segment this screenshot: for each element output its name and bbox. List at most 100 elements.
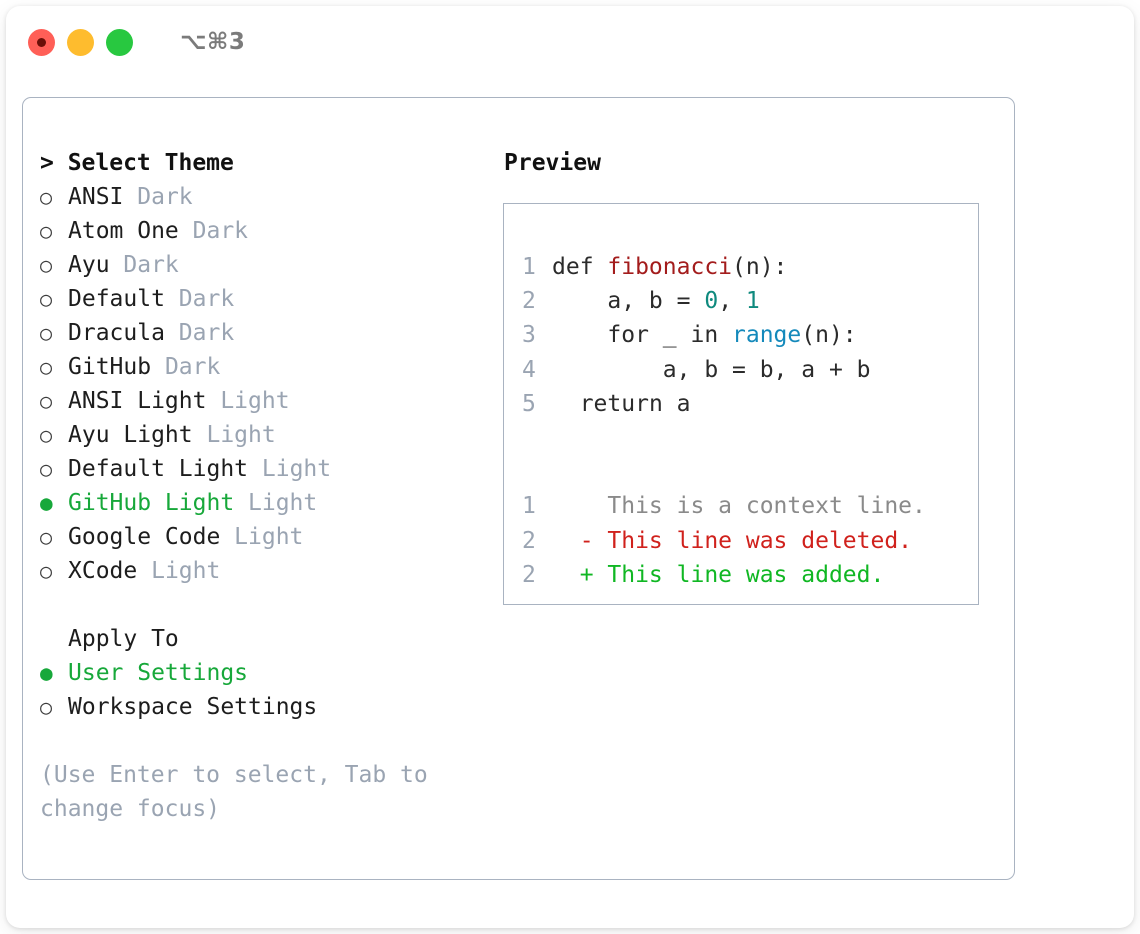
theme-option-xcode[interactable]: ○ XCode Light (40, 554, 502, 588)
radio-empty-icon: ○ (40, 525, 53, 549)
theme-option-tag: Dark (178, 320, 235, 346)
code-line: 2 a, b = 0, 1 (522, 284, 978, 318)
code-token-plain: a, b = (607, 288, 705, 315)
radio-empty-icon: ○ (40, 355, 53, 379)
theme-selector-column: > Select Theme ○ANSI Dark○Atom One Dark○… (40, 146, 502, 826)
radio-empty-icon: ○ (40, 423, 53, 447)
recording-indicator-icon (37, 37, 46, 47)
theme-option-dracula[interactable]: ○Dracula Dark (40, 316, 502, 350)
diff-line-number: 2 (522, 561, 536, 588)
radio-empty-icon: ○ (40, 457, 53, 481)
radio-selected-icon: ● (40, 661, 53, 685)
theme-option-label: GitHub Light (68, 490, 249, 516)
code-line-content: a, b = b, a + b (552, 353, 871, 387)
theme-option-default-light[interactable]: ○Default Light Light (40, 452, 502, 486)
apply-to-option-user-settings[interactable]: ● User Settings (40, 656, 502, 690)
theme-option-github[interactable]: ○GitHub Dark (40, 350, 502, 384)
preview-heading: Preview (504, 150, 601, 176)
theme-option-tag: Light (206, 422, 276, 448)
theme-option-label: Atom One (68, 218, 193, 244)
diff-line-content: - This line was deleted. (552, 527, 913, 554)
theme-option-tag: Light (220, 388, 290, 414)
traffic-lights (28, 28, 133, 56)
theme-option-ansi[interactable]: ○ ANSI Dark (40, 180, 502, 214)
code-token-fn: fibonacci (607, 254, 733, 280)
theme-option-tag: Dark (137, 184, 193, 210)
apply-to-option-label: User Settings (68, 660, 249, 686)
code-line-content: def fibonacci(n): (552, 250, 787, 284)
diff-line-del: 2 - This line was deleted. (522, 524, 978, 558)
code-token-call: range (732, 322, 802, 349)
theme-option-label: GitHub (68, 354, 165, 380)
theme-option-tag: Dark (123, 252, 179, 278)
diff-line-ctx: 1 This is a context line. (522, 489, 978, 523)
code-line: 1 def fibonacci(n): (522, 250, 978, 284)
theme-option-label: ANSI (68, 184, 138, 210)
diff-line-content: + This line was added. (552, 561, 885, 588)
radio-empty-icon: ○ (40, 185, 53, 209)
list-spacer (40, 588, 502, 622)
theme-list: ○ANSI Dark○Atom One Dark○Ayu Dark○Defaul… (40, 180, 502, 588)
code-line-content: return a (552, 387, 691, 421)
code-line: 3 for _ in range(n): (522, 318, 978, 352)
code-token-plain: (n): (801, 322, 857, 349)
theme-option-tag: Light (151, 558, 221, 584)
code-token-plain: def (552, 254, 608, 280)
radio-empty-icon: ○ (40, 559, 53, 583)
theme-option-atom-one[interactable]: ○ Atom One Dark (40, 214, 502, 248)
radio-empty-icon: ○ (40, 389, 53, 413)
theme-option-tag: Light (248, 490, 318, 516)
code-token-plain: , (718, 288, 746, 315)
theme-option-label: Default (68, 286, 179, 312)
select-theme-heading: > Select Theme (40, 150, 234, 176)
diff-sample: 1 This is a context line.2 - This line w… (522, 489, 978, 592)
code-line-content: a, b = 0, 1 (552, 284, 760, 318)
theme-option-label: XCode (68, 558, 152, 584)
code-token-num: 0 (704, 288, 719, 315)
radio-empty-icon: ○ (40, 695, 53, 719)
theme-option-ansi-light[interactable]: ○ ANSI Light Light (40, 384, 502, 418)
keyboard-hint-text: (Use Enter to select, Tab to change focu… (40, 762, 442, 822)
hint-spacer (40, 724, 502, 758)
theme-option-tag: Dark (178, 286, 235, 312)
theme-option-ayu[interactable]: ○ Ayu Dark (40, 248, 502, 282)
code-line-content: for _ in range(n): (552, 318, 857, 352)
diff-line-number: 1 (522, 493, 536, 520)
theme-option-tag: Light (261, 456, 332, 482)
maximize-window-button[interactable] (106, 28, 133, 56)
radio-empty-icon: ○ (40, 253, 53, 277)
code-token-plain: (n): (732, 254, 788, 280)
apply-to-heading: Apply To (68, 626, 179, 652)
code-line: 5 return a (522, 387, 978, 421)
theme-option-default[interactable]: ○Default Dark (40, 282, 502, 316)
theme-option-github-light[interactable]: ● GitHub Light Light (40, 486, 502, 520)
code-token-num: 1 (745, 288, 760, 315)
radio-empty-icon: ○ (40, 321, 53, 345)
theme-option-ayu-light[interactable]: ○ Ayu Light Light (40, 418, 502, 452)
theme-option-tag: Light (234, 524, 304, 550)
diff-line-add: 2 + This line was added. (522, 558, 978, 592)
code-token-plain: a, b = b, a + b (662, 356, 871, 383)
code-diff-spacer-2 (522, 455, 978, 489)
theme-option-label: Ayu Light (68, 422, 207, 448)
minimize-window-button[interactable] (67, 28, 94, 56)
code-line: 4 a, b = b, a + b (522, 353, 978, 387)
code-line-number: 2 (522, 288, 536, 315)
theme-option-tag: Dark (192, 218, 249, 244)
theme-option-label: Ayu (68, 252, 124, 278)
code-token-plain: return a (579, 390, 691, 417)
diff-line-content: This is a context line. (552, 493, 926, 520)
theme-option-label: ANSI Light (68, 388, 221, 414)
apply-to-option-workspace-settings[interactable]: ○Workspace Settings (40, 690, 502, 724)
code-line-number: 3 (522, 322, 536, 349)
radio-empty-icon: ○ (40, 219, 53, 243)
code-line-number: 5 (522, 390, 536, 417)
radio-selected-icon: ● (40, 491, 53, 515)
code-line-number: 1 (522, 254, 536, 280)
code-line-number: 4 (522, 356, 536, 383)
close-window-button[interactable] (28, 28, 55, 56)
theme-option-google-code[interactable]: ○Google Code Light (40, 520, 502, 554)
keyboard-shortcut-label: ⌥⌘3 (180, 29, 246, 55)
